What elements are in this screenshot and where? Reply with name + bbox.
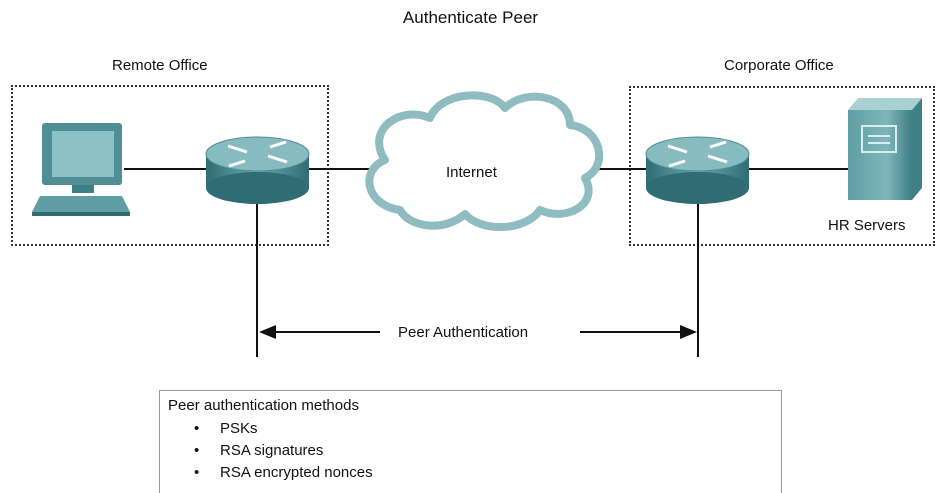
list-item: • RSA encrypted nonces bbox=[168, 462, 773, 484]
methods-list: • PSKs • RSA signatures • RSA encrypted non… bbox=[168, 418, 773, 484]
bullet-icon: • bbox=[194, 442, 200, 459]
corporate-office-zone bbox=[629, 86, 935, 246]
peer-authentication-label: Peer Authentication bbox=[398, 324, 529, 341]
internet-label: Internet bbox=[446, 164, 497, 181]
bullet-icon: • bbox=[194, 464, 200, 481]
diagram-title: Authenticate Peer bbox=[402, 8, 539, 27]
pc-icon bbox=[32, 123, 130, 216]
authentication-methods-box: Peer authentication methods • PSKs • RSA s… bbox=[159, 390, 782, 493]
method-label: PSKs bbox=[220, 420, 258, 437]
peer-authentication-arrow bbox=[259, 325, 697, 339]
corporate-office-label: Corporate Office bbox=[724, 57, 834, 74]
remote-office-zone bbox=[11, 85, 329, 246]
hr-servers-label: HR Servers bbox=[828, 217, 906, 234]
method-label: RSA signatures bbox=[220, 442, 324, 459]
bullet-icon: • bbox=[194, 420, 200, 437]
router-icon bbox=[645, 136, 750, 204]
router-icon bbox=[205, 136, 310, 204]
list-item: • RSA signatures bbox=[168, 440, 773, 462]
remote-office-label: Remote Office bbox=[112, 57, 208, 74]
server-icon bbox=[848, 98, 922, 200]
list-item: • PSKs bbox=[168, 418, 773, 440]
methods-heading: Peer authentication methods bbox=[168, 397, 359, 414]
method-label: RSA encrypted nonces bbox=[220, 464, 373, 481]
cloud-icon bbox=[365, 91, 604, 231]
